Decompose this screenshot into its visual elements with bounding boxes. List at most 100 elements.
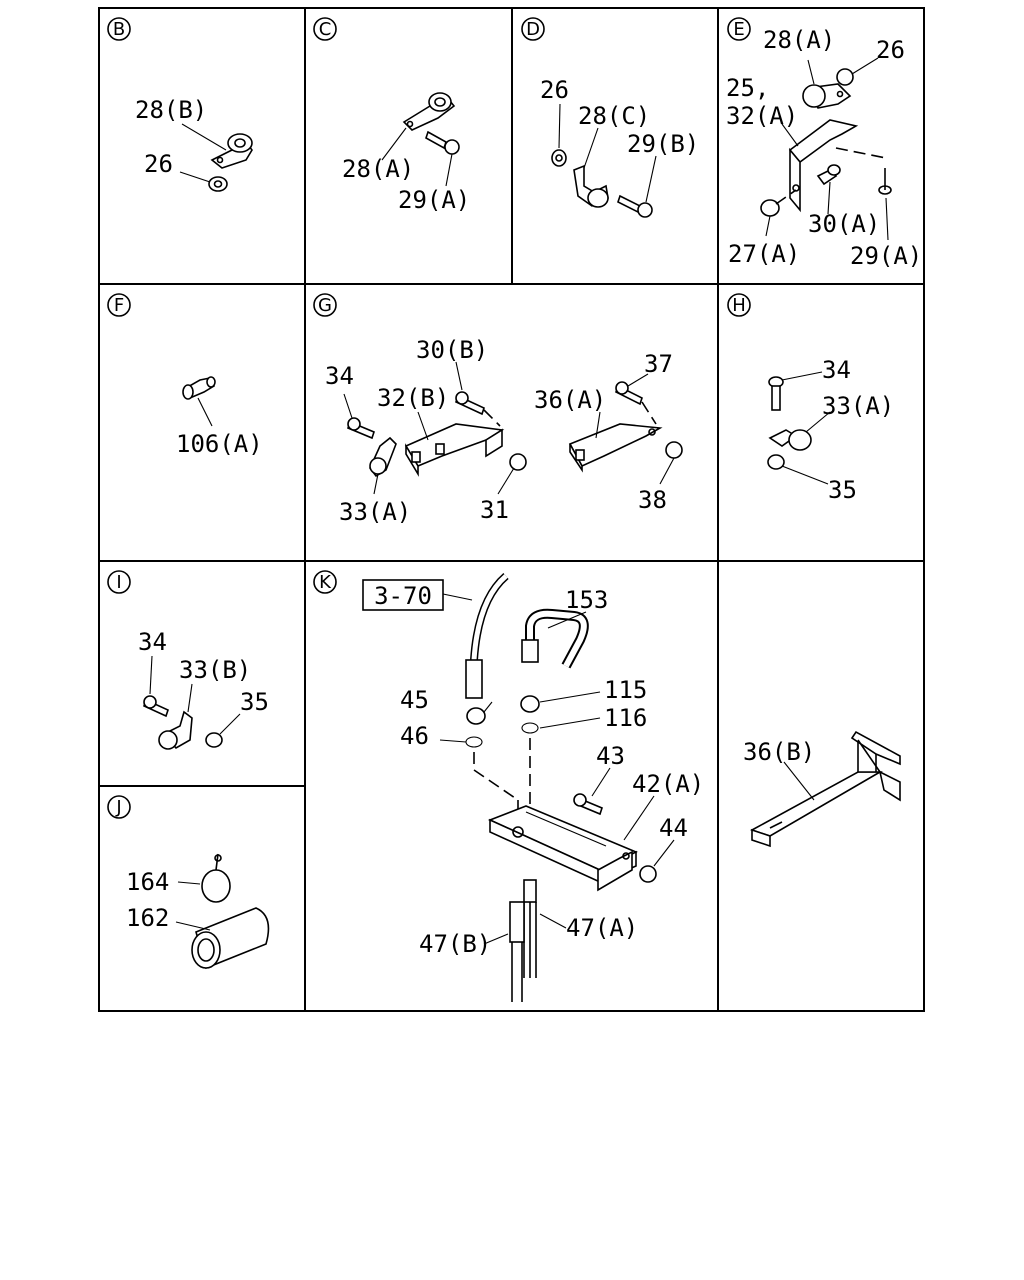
label-37: 37 — [644, 350, 673, 378]
section-c-marker: C — [313, 17, 337, 41]
clip-part — [802, 83, 852, 109]
nut-part — [520, 695, 540, 713]
svg-text:K: K — [319, 572, 332, 593]
label-115: 115 — [604, 676, 647, 704]
label-47a: 47(A) — [566, 914, 638, 942]
section-e: E 28(A) — [726, 17, 922, 270]
section-d-marker: D — [521, 17, 545, 41]
label-29a: 29(A) — [850, 242, 922, 270]
pipe-part — [523, 879, 537, 978]
nut-part — [767, 454, 785, 470]
svg-text:I: I — [116, 572, 121, 593]
bolt-part — [143, 695, 169, 718]
section-l: 36(B) — [743, 730, 901, 848]
bolt-part — [617, 194, 653, 218]
bracket-part — [404, 423, 505, 477]
section-j-marker: J — [107, 795, 131, 819]
nut-part — [836, 68, 854, 86]
label-31: 31 — [480, 496, 509, 524]
label-3-70: 3-70 — [374, 582, 432, 610]
bolt-part — [455, 391, 485, 416]
bracket-part — [750, 730, 901, 848]
clip-part — [768, 429, 812, 451]
clip-part — [573, 164, 609, 208]
label-26: 26 — [876, 36, 905, 64]
section-h-marker: H — [727, 293, 751, 317]
label-28a: 28(A) — [342, 155, 414, 183]
section-f: F 106(A) — [107, 293, 263, 458]
section-g: G — [313, 293, 683, 526]
label-29b: 29(B) — [627, 130, 699, 158]
section-b-marker: B — [107, 17, 131, 41]
section-b: B 28(B) 26 — [107, 17, 253, 192]
section-j: J 164 162 — [107, 795, 270, 970]
label-116: 116 — [604, 704, 647, 732]
hose-part — [191, 907, 270, 970]
nut-part — [760, 199, 780, 217]
label-162: 162 — [126, 904, 169, 932]
label-25: 25, — [726, 74, 769, 102]
label-106a: 106(A) — [176, 430, 263, 458]
label-45: 45 — [400, 686, 429, 714]
label-34: 34 — [138, 628, 167, 656]
label-28c: 28(C) — [578, 102, 650, 130]
bracket-part — [487, 805, 638, 892]
label-153: 153 — [565, 586, 608, 614]
section-g-marker: G — [313, 293, 337, 317]
bracket-part — [788, 119, 859, 213]
label-27a: 27(A) — [728, 240, 800, 268]
bolt-part — [347, 417, 375, 440]
nut-part — [466, 707, 486, 725]
svg-text:B: B — [113, 19, 125, 40]
clip-part — [369, 436, 397, 478]
bolt-part — [573, 793, 603, 816]
label-34: 34 — [822, 356, 851, 384]
section-i-marker: I — [107, 570, 131, 594]
section-i: I 34 33(B) 35 — [107, 570, 269, 750]
pipe-part — [521, 608, 589, 669]
bolt-part — [615, 381, 643, 406]
section-d: D 26 28(C) 29(B) — [521, 17, 699, 218]
label-47b: 47(B) — [419, 930, 491, 958]
label-30b: 30(B) — [416, 336, 488, 364]
label-26: 26 — [540, 76, 569, 104]
bolt-part — [768, 376, 784, 411]
bracket-part — [568, 423, 663, 473]
svg-text:H: H — [732, 295, 746, 316]
clip-part — [210, 133, 253, 169]
washer-part — [521, 722, 539, 734]
section-f-marker: F — [107, 293, 131, 317]
label-33a: 33(A) — [822, 392, 894, 420]
bolt-part — [425, 130, 460, 155]
label-32b: 32(B) — [377, 384, 449, 412]
label-28b: 28(B) — [135, 96, 207, 124]
label-33b: 33(B) — [179, 656, 251, 684]
label-35: 35 — [240, 688, 269, 716]
label-32a: 32(A) — [726, 102, 798, 130]
label-26: 26 — [144, 150, 173, 178]
label-43: 43 — [596, 742, 625, 770]
label-36a: 36(A) — [534, 386, 606, 414]
label-44: 44 — [659, 814, 688, 842]
label-34: 34 — [325, 362, 354, 390]
label-42a: 42(A) — [632, 770, 704, 798]
label-30a: 30(A) — [808, 210, 880, 238]
svg-text:J: J — [115, 797, 121, 818]
nut-part — [509, 453, 527, 471]
label-38: 38 — [638, 486, 667, 514]
washer-part — [465, 736, 483, 748]
nut-part — [205, 732, 223, 748]
label-33a: 33(A) — [339, 498, 411, 526]
bolt-part — [816, 164, 841, 186]
nut-part — [665, 441, 683, 459]
reference-box: 3-70 — [362, 579, 444, 611]
section-c: C 28(A) 29(A) — [313, 17, 470, 214]
pipe-part — [465, 572, 509, 699]
pipe-part — [509, 901, 525, 1002]
svg-text:E: E — [733, 19, 744, 40]
diagram-grid — [98, 7, 925, 1012]
section-e-marker: E — [727, 17, 751, 41]
hose-clamp-part — [201, 853, 231, 903]
screw-part — [878, 168, 892, 195]
